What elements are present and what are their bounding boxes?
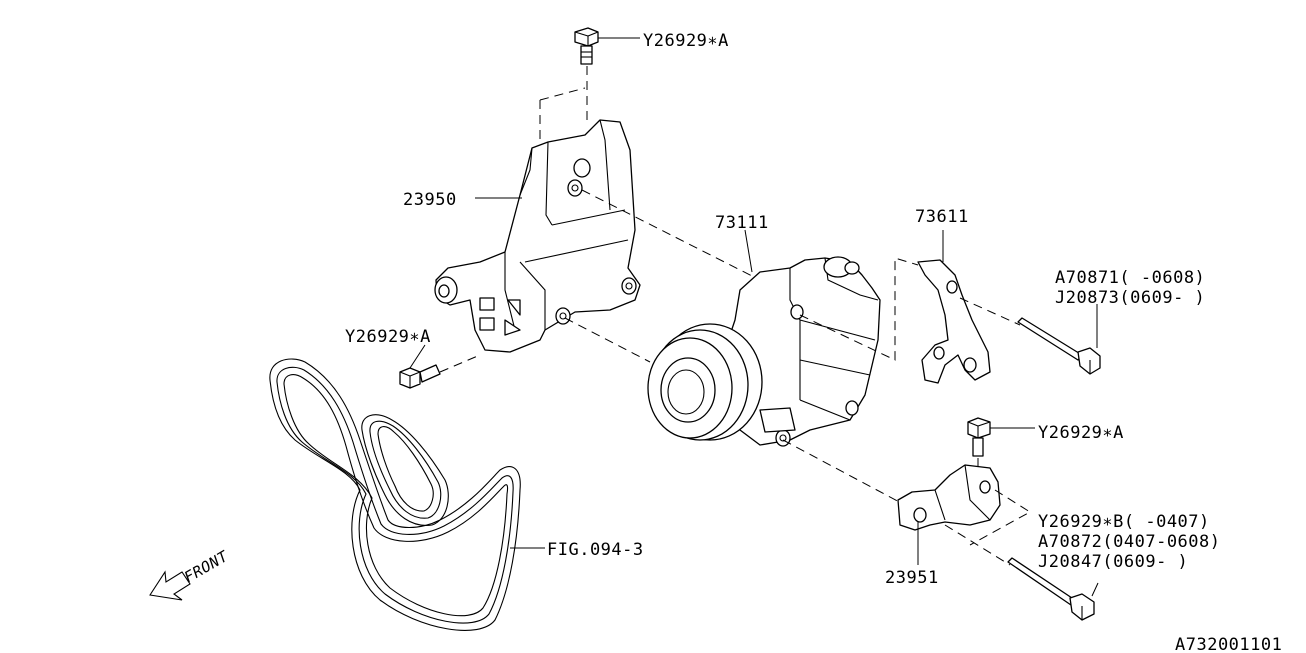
- bolt-right[interactable]: [967, 417, 991, 457]
- label-bolt-left: Y26929∗A: [345, 327, 431, 347]
- guide-compressor-right: [799, 257, 919, 361]
- stud-a[interactable]: [1017, 317, 1101, 375]
- stud-b[interactable]: [1007, 557, 1095, 621]
- label-belt-ref[interactable]: FIG.094-3: [547, 540, 644, 560]
- guide-bracket-compressor-2: [564, 317, 651, 363]
- guide-stud-b: [944, 524, 1011, 566]
- label-bolt-top: Y26929∗A: [643, 31, 729, 51]
- diagram-id: A732001101: [1175, 635, 1282, 653]
- label-compressor: 73111: [715, 213, 769, 233]
- label-stud-b-2: A70872(0407-0608): [1038, 532, 1221, 552]
- front-arrow-icon: [149, 570, 191, 601]
- label-bracket-right: 73611: [915, 207, 969, 227]
- bracket-23951[interactable]: [897, 464, 1001, 531]
- compressor-73111[interactable]: [647, 256, 881, 447]
- guide-bracket-top: [539, 87, 586, 145]
- label-stud-a-1: A70871( -0608): [1055, 268, 1205, 288]
- label-stud-a-2: J20873(0609- ): [1055, 288, 1205, 308]
- label-front: FRONT: [181, 547, 232, 587]
- bracket-23950[interactable]: [434, 119, 641, 353]
- guide-stud-a: [959, 297, 1021, 326]
- leader-bolt-left: [409, 344, 426, 369]
- label-stud-b-1: Y26929∗B( -0407): [1038, 512, 1210, 532]
- guide-bolt-left: [439, 354, 481, 373]
- label-bracket-main: 23950: [403, 190, 457, 210]
- guide-bracket-compressor-1: [581, 189, 761, 281]
- label-bolt-right: Y26929∗A: [1038, 423, 1124, 443]
- leader-compressor: [744, 229, 753, 273]
- bolt-left[interactable]: [399, 364, 441, 389]
- drive-belt[interactable]: [269, 358, 521, 631]
- leader-stud-b: [1091, 582, 1099, 597]
- label-stud-b-3: J20847(0609- ): [1038, 552, 1188, 572]
- bracket-73611[interactable]: [917, 259, 991, 384]
- bolt-top[interactable]: [574, 27, 599, 65]
- guide-compressor-lower: [782, 439, 906, 506]
- label-bracket-lower: 23951: [885, 568, 939, 588]
